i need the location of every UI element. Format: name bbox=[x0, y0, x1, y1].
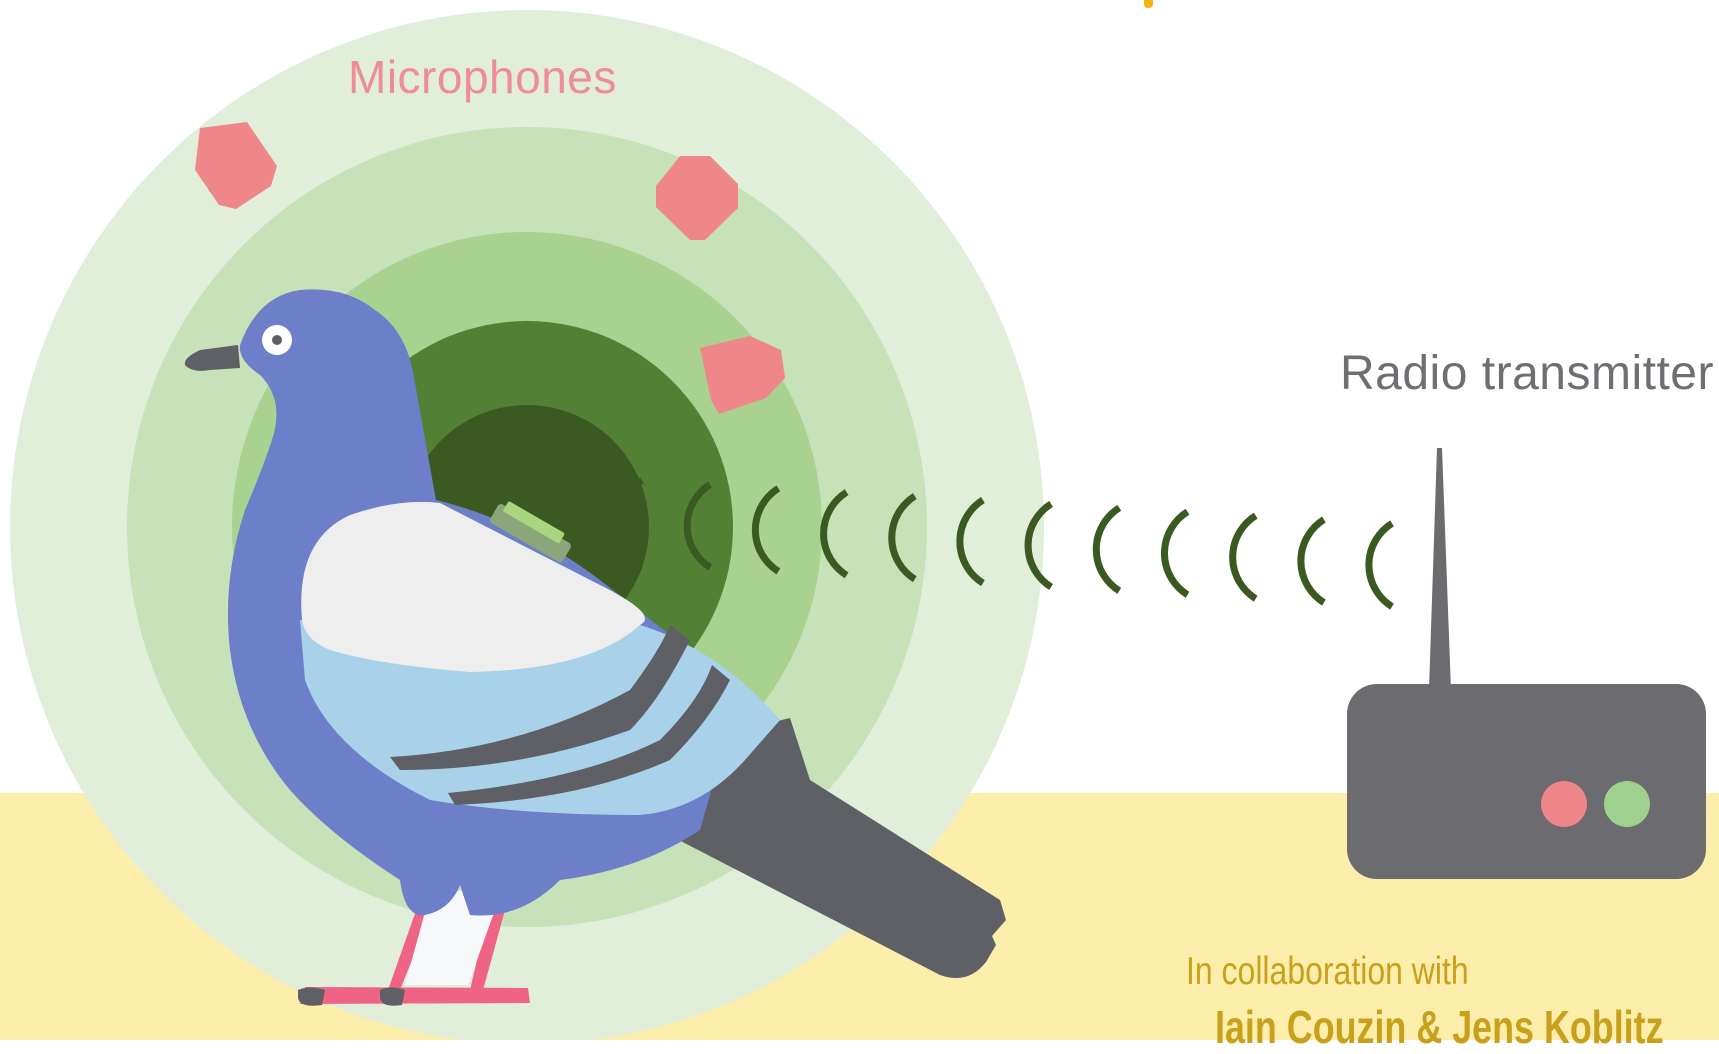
radio-transmitter-label: Radio transmitter bbox=[1340, 346, 1714, 401]
radio-transmitter-icon bbox=[1347, 448, 1706, 879]
radio-wave-icon bbox=[1164, 512, 1187, 595]
radio-wave-icon bbox=[1369, 523, 1392, 606]
radio-led-red bbox=[1541, 781, 1587, 827]
microphones-label: Microphones bbox=[348, 50, 617, 104]
radio-body bbox=[1347, 684, 1706, 879]
collaborator-names: Iain Couzin & Jens Koblitz bbox=[1215, 1000, 1664, 1054]
radio-wave-icon bbox=[1233, 516, 1256, 599]
antenna bbox=[1429, 448, 1451, 690]
radio-wave-icon bbox=[1096, 508, 1119, 591]
pigeon-feet bbox=[300, 987, 530, 1004]
collaboration-intro: In collaboration with bbox=[1186, 950, 1469, 994]
top-edge-mark bbox=[1144, 0, 1153, 8]
radio-led-green bbox=[1604, 781, 1650, 827]
radio-wave-icon bbox=[1301, 520, 1324, 603]
pigeon-pupil bbox=[272, 335, 282, 345]
